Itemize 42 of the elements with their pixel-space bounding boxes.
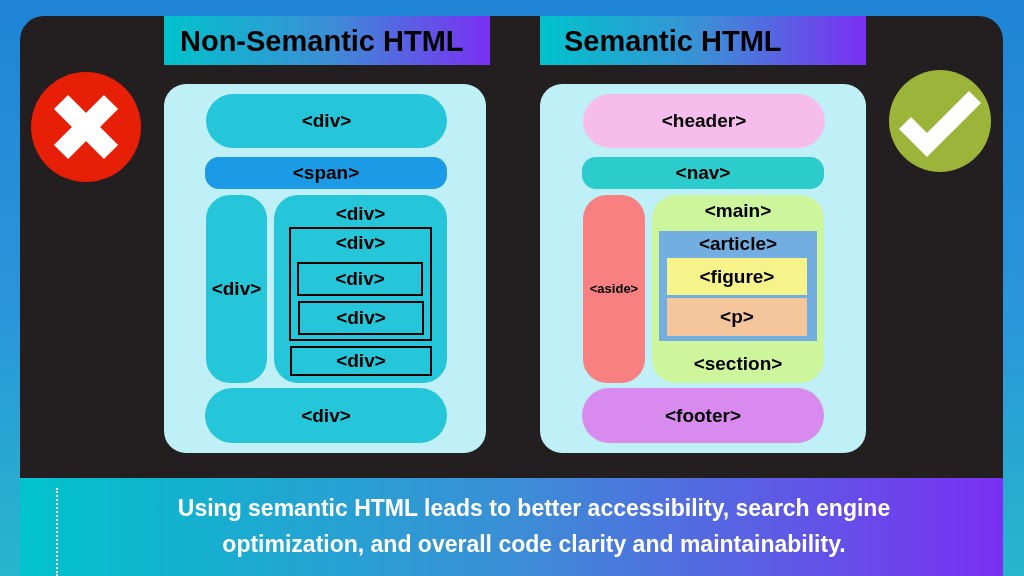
tag-label: <div> xyxy=(335,268,385,290)
tag-label: <figure> xyxy=(699,265,775,288)
tag-bar xyxy=(582,157,824,189)
tag-label: <aside> xyxy=(589,281,639,297)
tag-block xyxy=(205,388,447,443)
tag-block xyxy=(652,195,824,383)
layout-panel xyxy=(540,84,866,453)
tag-label: <div> xyxy=(301,110,352,132)
tag-label: <div> xyxy=(336,307,386,329)
tag-label: <section> xyxy=(693,353,783,375)
tag-label: <footer> xyxy=(665,404,741,427)
tag-label: <div> xyxy=(301,404,351,427)
title-text: Semantic HTML xyxy=(564,23,782,58)
tag-column xyxy=(206,195,267,383)
layout-panel xyxy=(164,84,486,453)
tag-label: <nav> xyxy=(675,162,731,184)
tag-label: <p> xyxy=(720,306,754,328)
title-banner xyxy=(540,16,866,65)
tag-block xyxy=(582,388,824,443)
nested-box xyxy=(289,227,432,341)
nested-box xyxy=(298,301,424,335)
nested-box xyxy=(667,258,807,295)
title-banner xyxy=(164,16,490,65)
tag-bar xyxy=(205,157,447,189)
title-text: Non-Semantic HTML xyxy=(180,23,464,58)
tag-label: <div> xyxy=(336,350,386,372)
tag-block xyxy=(274,195,447,383)
tag-column xyxy=(583,195,645,383)
nested-box xyxy=(667,298,807,336)
tag-label: <div> xyxy=(211,278,262,300)
caption-text: Using semantic HTML leads to better accessibility, search engine optimization, and overall code clarity and maintainability. xyxy=(176,494,892,559)
nested-box xyxy=(297,262,423,296)
tag-label: <article> xyxy=(698,233,778,255)
tag-label: <main> xyxy=(704,200,772,222)
tag-label: <span> xyxy=(292,162,360,184)
nested-box xyxy=(290,346,432,376)
nested-box xyxy=(659,231,817,341)
tag-label: <div> xyxy=(335,232,386,254)
tag-label: <header> xyxy=(661,110,747,132)
tag-block xyxy=(583,94,825,148)
tag-block xyxy=(206,94,447,148)
tag-label: <div> xyxy=(335,203,386,225)
